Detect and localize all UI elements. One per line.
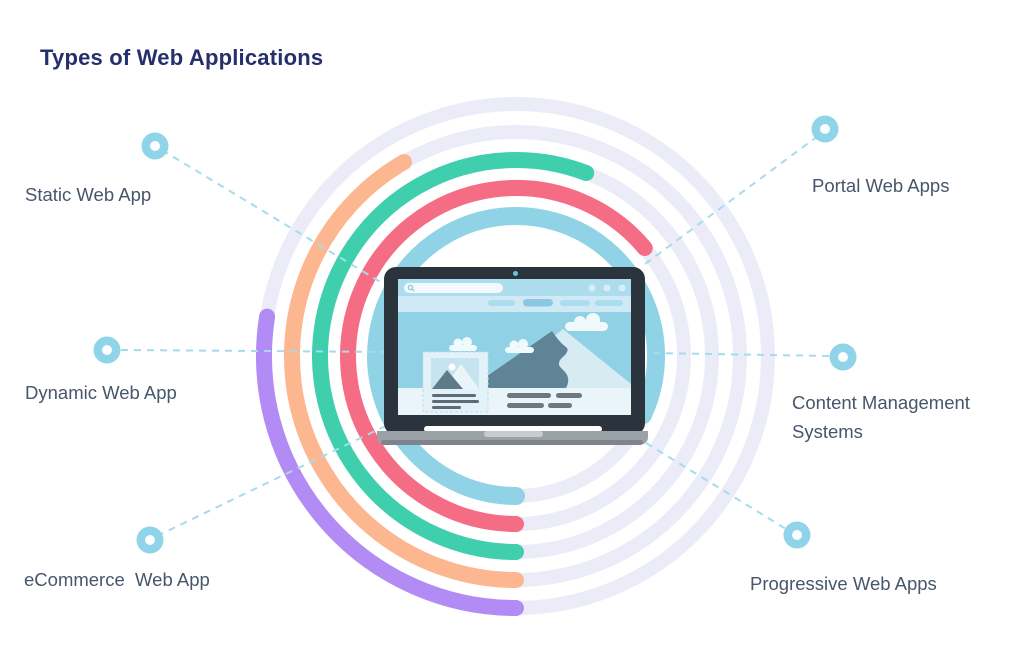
mountain-front-icon [470, 331, 569, 388]
text-line-placeholders [507, 393, 582, 408]
arc-pink [340, 180, 653, 532]
connector-ecommerce [156, 419, 399, 537]
node-dot-dynamic [93, 336, 121, 364]
label-ecommerce-web-app: eCommerce Web App [24, 569, 210, 590]
label-static-web-app: Static Web App [25, 184, 152, 205]
laptop-illustration [377, 267, 648, 445]
connector-lines [120, 135, 830, 537]
webcam-icon [513, 271, 518, 276]
sun-icon [448, 363, 456, 371]
label-portal-web-apps: Portal Web Apps [812, 175, 950, 196]
connector-portal [640, 135, 819, 268]
window-dots-icon [588, 284, 626, 292]
arc-teal [312, 152, 595, 560]
laptop-hinge-highlight [424, 426, 602, 432]
node-dot-ecommerce [136, 526, 164, 554]
node-dot-portal [811, 115, 839, 143]
mountain-small-front-icon [432, 370, 463, 389]
node-dots [93, 115, 857, 554]
colored-arcs [256, 152, 666, 616]
node-dot-cms [829, 343, 857, 371]
label-content-management-systems: Content Management Systems [792, 392, 976, 442]
connector-static [161, 149, 393, 290]
card-text-lines [432, 394, 479, 409]
laptop-base-edge [381, 440, 643, 445]
page-title: Types of Web Applications [40, 45, 324, 70]
connector-dynamic [120, 349, 397, 353]
connector-cms [651, 352, 830, 357]
trackpad-notch [484, 431, 543, 437]
arc-blue [367, 207, 666, 505]
search-icon [407, 284, 415, 292]
nav-menu-placeholders [488, 299, 623, 307]
cloud-icon [505, 339, 534, 353]
arc-purple [256, 308, 524, 616]
cloud-icon [449, 337, 477, 351]
node-dot-static [141, 132, 169, 160]
connector-progressive [645, 442, 787, 530]
cloud-icon [565, 313, 608, 331]
address-bar [404, 283, 503, 293]
label-progressive-web-apps: Progressive Web Apps [750, 573, 937, 594]
arc-peach [283, 154, 524, 588]
label-dynamic-web-app: Dynamic Web App [25, 382, 177, 403]
node-dot-progressive [783, 521, 811, 549]
content-card [422, 351, 489, 413]
nav-active-pill [523, 299, 553, 307]
